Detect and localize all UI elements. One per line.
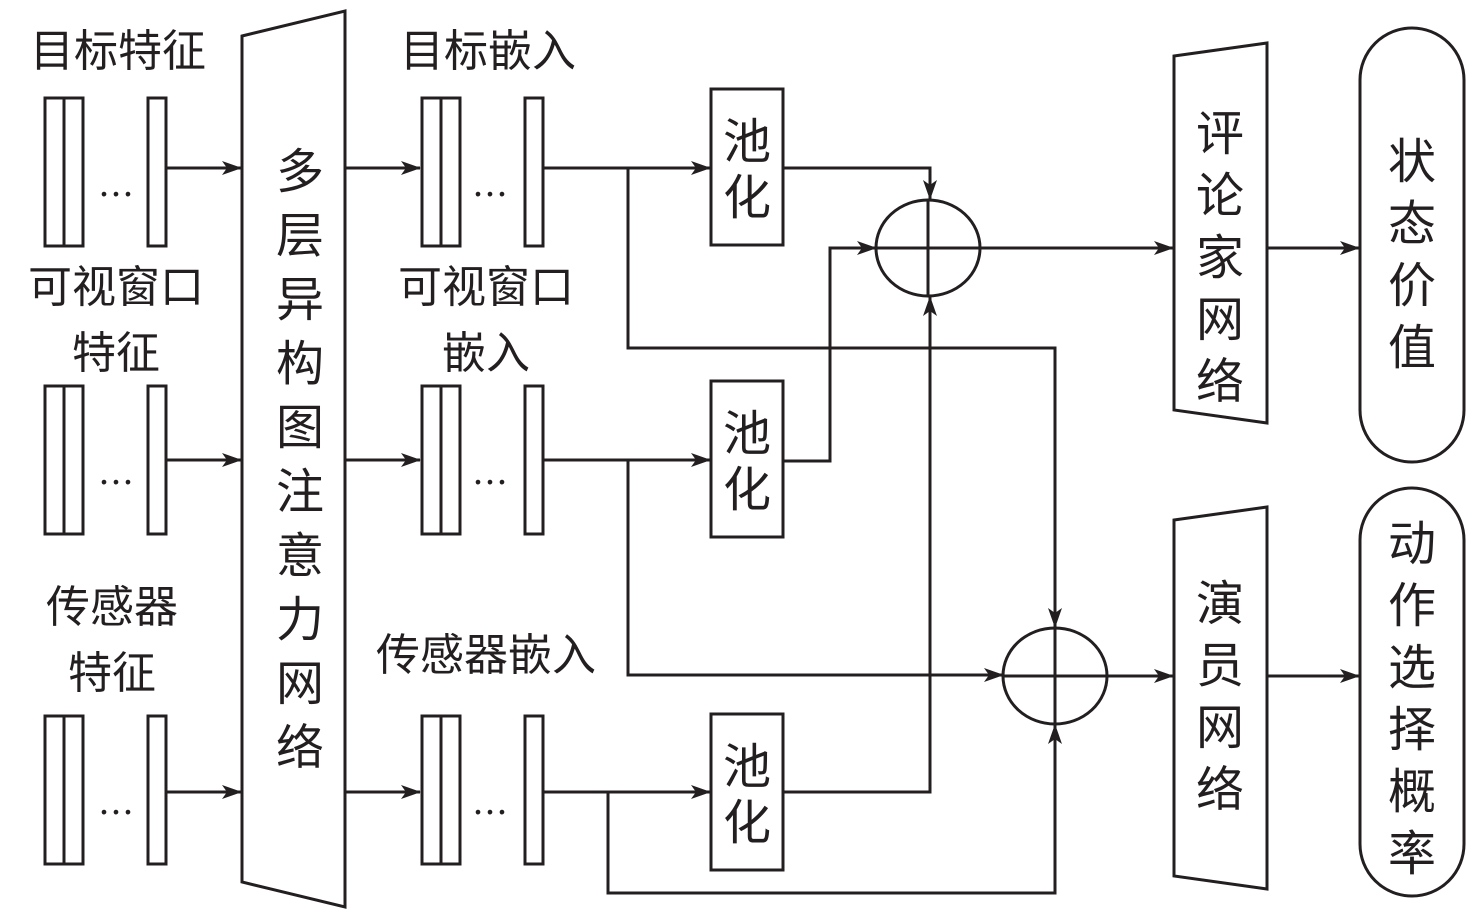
encoder-label: 多层异构图注意力网络 — [276, 144, 324, 776]
label-char: 构 — [276, 336, 324, 392]
pool-visual-window: 池 化 — [709, 379, 785, 539]
label-char: 态 — [1388, 196, 1436, 252]
ellipsis: … — [98, 452, 134, 493]
pool-label: 化 — [723, 462, 771, 518]
pool-label: 池 — [723, 739, 771, 795]
label-char: 概 — [1388, 764, 1436, 820]
label-char: 注 — [276, 464, 324, 520]
pool-label: 化 — [723, 170, 771, 226]
label-char: 值 — [1388, 320, 1436, 376]
ellipsis: … — [472, 452, 508, 493]
line-pool-visual-to-critic-sum — [783, 241, 877, 463]
line-pool-sensor-to-critic-sum — [783, 296, 937, 794]
input-label-visual-window-line1: 可视窗口 — [28, 262, 204, 313]
input-vectors-visual-window: … — [43, 384, 168, 536]
input-vectors-target: … — [43, 96, 168, 248]
label-char: 图 — [276, 400, 324, 456]
pool-label: 池 — [723, 114, 771, 170]
label-char: 动 — [1388, 516, 1436, 572]
embed-label-sensor: 传感器嵌入 — [376, 630, 596, 681]
embedding-vectors-target: … — [420, 96, 545, 248]
embedding-vectors-sensor: … — [420, 714, 545, 866]
label-char: 网 — [1196, 700, 1244, 756]
label-char: 作 — [1388, 578, 1436, 634]
line-sensor-embed-to-actor-sum — [606, 724, 1062, 895]
embedding-vectors-visual-window: … — [420, 384, 545, 536]
label-char: 层 — [276, 208, 324, 264]
label-char: 状 — [1388, 134, 1436, 190]
label-char: 网 — [1196, 292, 1244, 348]
output-state-value: 状态价值 — [1358, 26, 1466, 464]
label-char: 意 — [276, 528, 324, 584]
label-char: 络 — [276, 720, 324, 776]
pool-label: 池 — [723, 406, 771, 462]
input-label-sensor-line1: 传感器 — [46, 582, 178, 633]
ellipsis: … — [472, 782, 508, 823]
pool-label: 化 — [723, 795, 771, 851]
line-pool-target-to-critic-sum — [783, 166, 937, 200]
pool-sensor: 池 化 — [709, 712, 785, 872]
state-value-label: 状态价值 — [1388, 134, 1436, 376]
pool-target: 池 化 — [709, 87, 785, 247]
input-label-sensor-line2: 特征 — [68, 648, 156, 699]
embed-label-visual-window-line2: 嵌入 — [442, 328, 530, 379]
label-char: 演 — [1196, 576, 1244, 632]
label-char: 评 — [1196, 106, 1244, 162]
label-char: 论 — [1196, 168, 1244, 224]
label-char: 家 — [1196, 230, 1244, 286]
input-label-target: 目标特征 — [30, 26, 206, 77]
output-action-probability: 动作选择概率 — [1358, 486, 1466, 898]
label-char: 择 — [1388, 702, 1436, 758]
label-char: 选 — [1388, 640, 1436, 696]
critic-label: 评论家网络 — [1196, 106, 1244, 410]
embed-label-visual-window-line1: 可视窗口 — [398, 262, 574, 313]
input-vectors-sensor: … — [43, 714, 168, 866]
label-char: 员 — [1196, 638, 1244, 694]
label-char: 力 — [276, 592, 324, 648]
label-char: 异 — [276, 272, 324, 328]
ellipsis: … — [472, 164, 508, 205]
line-target-embed-to-actor-sum — [626, 168, 1062, 628]
label-char: 络 — [1196, 354, 1244, 410]
actor-network: 演员网络 — [1172, 505, 1269, 891]
actor-label: 演员网络 — [1196, 576, 1244, 818]
label-char: 率 — [1388, 826, 1436, 882]
actor-sum-node — [1001, 626, 1109, 726]
label-char: 络 — [1196, 762, 1244, 818]
ellipsis: … — [98, 164, 134, 205]
action-prob-label: 动作选择概率 — [1388, 516, 1436, 882]
critic-sum-node — [874, 198, 982, 298]
label-char: 多 — [276, 144, 324, 200]
ellipsis: … — [98, 782, 134, 823]
embed-label-target: 目标嵌入 — [400, 26, 576, 77]
critic-network: 评论家网络 — [1172, 41, 1269, 425]
label-char: 价 — [1388, 258, 1436, 314]
line-visual-embed-to-actor-sum — [626, 460, 1004, 682]
encoder-block: 多层异构图注意力网络 — [240, 9, 347, 909]
input-label-visual-window-line2: 特征 — [72, 328, 160, 379]
label-char: 网 — [276, 656, 324, 712]
